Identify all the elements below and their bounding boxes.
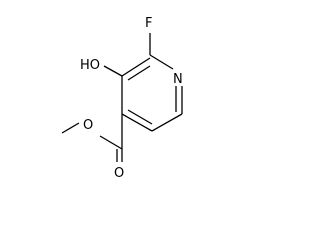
ring-bond-c5-c4-inner	[127, 109, 153, 125]
ring-bond-c2-n1	[149, 54, 174, 70]
fluorine-label: F	[145, 16, 152, 31]
hydroxyl-label: HO	[80, 58, 100, 73]
ring-bond-c3-c2-inner	[127, 65, 151, 81]
bond-c3-hydroxyl	[103, 65, 123, 77]
bond-carbonyl-ester-oxygen	[99, 135, 123, 150]
pyridine-ring	[121, 54, 183, 132]
structure-canvas: F HO N O O	[61, 16, 183, 181]
ring-bond-c3-c2	[121, 57, 151, 77]
ester-oxygen-label: O	[83, 118, 93, 133]
carbonyl-oxygen-label: O	[114, 166, 124, 181]
ring-bond-c5-c4	[121, 113, 153, 132]
ring-bond-c6-c5	[151, 113, 183, 132]
substituent-bonds	[61, 33, 151, 162]
chemical-structure-diagram: F HO N O O	[61, 16, 183, 181]
bond-ester-oxygen-methyl	[61, 122, 80, 134]
ring-nitrogen-label: N	[173, 72, 183, 87]
